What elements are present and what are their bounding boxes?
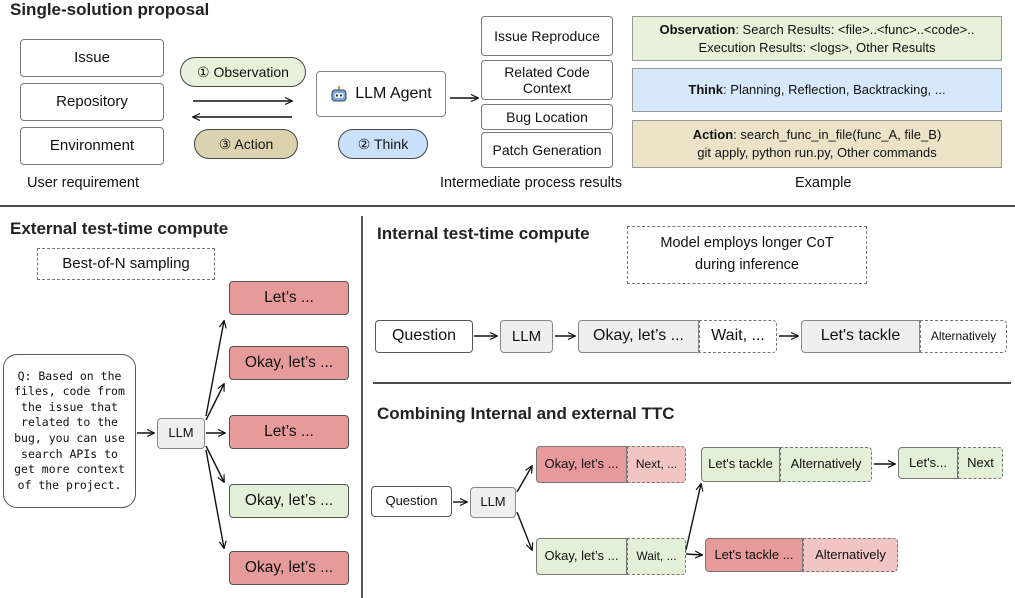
action-pill: ③ Action (194, 129, 298, 159)
action-example: Action: search_func_in_file(func_A, file… (632, 120, 1002, 168)
best-of-n-note: Best-of-N sampling (37, 248, 215, 280)
sample-1: Let’s ... (229, 281, 349, 315)
think-example: Think: Planning, Reflection, Backtrackin… (632, 68, 1002, 112)
internal-step-wait: Wait, ... (699, 320, 777, 353)
observation-example-label: Observation (659, 21, 736, 37)
observation-pill: ① Observation (180, 57, 306, 87)
result-bug-location: Bug Location (481, 104, 613, 130)
internal-step-tackle: Let's tackle (801, 320, 920, 353)
external-title: External test-time compute (10, 219, 229, 238)
robot-icon (330, 85, 348, 103)
combined-red-tackle: Let's tackle ... (705, 538, 803, 572)
intermediate-results-caption: Intermediate process results (440, 175, 623, 191)
external-llm-box: LLM (157, 418, 205, 449)
sample-2: Okay, let’s ... (229, 346, 349, 380)
combined-upper-next: Next, ... (627, 446, 686, 483)
internal-question-box: Question (375, 320, 473, 353)
combined-final-next: Next (958, 447, 1003, 479)
input-issue: Issue (20, 39, 164, 77)
think-example-text: : Planning, Reflection, Backtracking, ..… (723, 82, 946, 98)
combined-lower-okay: Okay, let’s ... (536, 538, 627, 575)
arrow-llm-to-sample-1 (205, 321, 224, 417)
example-caption: Example (795, 175, 852, 191)
internal-title: Internal test-time compute (377, 224, 590, 243)
arrow-combined-lower-to-red (685, 554, 702, 555)
arrow-llm-to-sample-2 (205, 384, 224, 421)
combined-lower-wait: Wait, ... (627, 538, 686, 575)
combined-title: Combining Internal and external TTC (377, 404, 675, 423)
think-example-label: Think (688, 82, 724, 98)
combined-mid-tackle: Let's tackle (701, 447, 780, 482)
combined-mid-alternatively: Alternatively (780, 447, 872, 482)
sample-4: Okay, let’s ... (229, 484, 349, 518)
arrow-llm-to-sample-5 (205, 449, 224, 548)
arrow-combined-lower-to-mid (685, 484, 701, 551)
internal-llm-box: LLM (500, 320, 553, 353)
internal-step-okay: Okay, let’s ... (578, 320, 699, 353)
observation-example-line2: Execution Results: <logs>, Other Results (698, 39, 936, 55)
arrow-combined-llm-lower (516, 511, 532, 550)
arrow-combined-llm-upper (516, 466, 532, 493)
external-question-box: Q: Based on the files, code from the iss… (3, 354, 136, 508)
result-related-code-context: Related Code Context (481, 60, 613, 100)
action-example-line1: : search_func_in_file(func_A, file_B) (733, 127, 942, 143)
result-patch-generation: Patch Generation (481, 132, 613, 168)
sample-5: Okay, let’s ... (229, 551, 349, 585)
result-issue-reproduce: Issue Reproduce (481, 16, 613, 56)
observation-example: Observation: Search Results: <file>..<fu… (632, 16, 1002, 61)
think-pill: ② Think (338, 129, 428, 159)
user-requirement-caption: User requirement (27, 175, 140, 191)
sample-3: Let’s ... (229, 415, 349, 449)
longer-cot-note: Model employs longer CoT during inferenc… (627, 226, 867, 284)
observation-example-line1: : Search Results: <file>..<func>..<code>… (735, 21, 975, 37)
proposal-title: Single-solution proposal (10, 0, 210, 19)
combined-llm-box: LLM (470, 487, 516, 518)
input-repository: Repository (20, 83, 164, 121)
llm-agent-box: LLM Agent (316, 71, 446, 117)
combined-question-box: Question (371, 486, 452, 517)
arrow-llm-to-sample-4 (205, 445, 224, 482)
internal-step-alternatively: Alternatively (920, 320, 1007, 353)
action-example-line2: git apply, python run.py, Other commands (697, 145, 937, 160)
input-environment: Environment (20, 127, 164, 165)
combined-upper-okay: Okay, let’s ... (536, 446, 627, 483)
combined-red-alternatively: Alternatively (803, 538, 898, 572)
llm-agent-label: LLM Agent (355, 84, 432, 102)
action-example-label: Action (692, 127, 734, 143)
combined-final-lets: Let's... (898, 447, 958, 479)
